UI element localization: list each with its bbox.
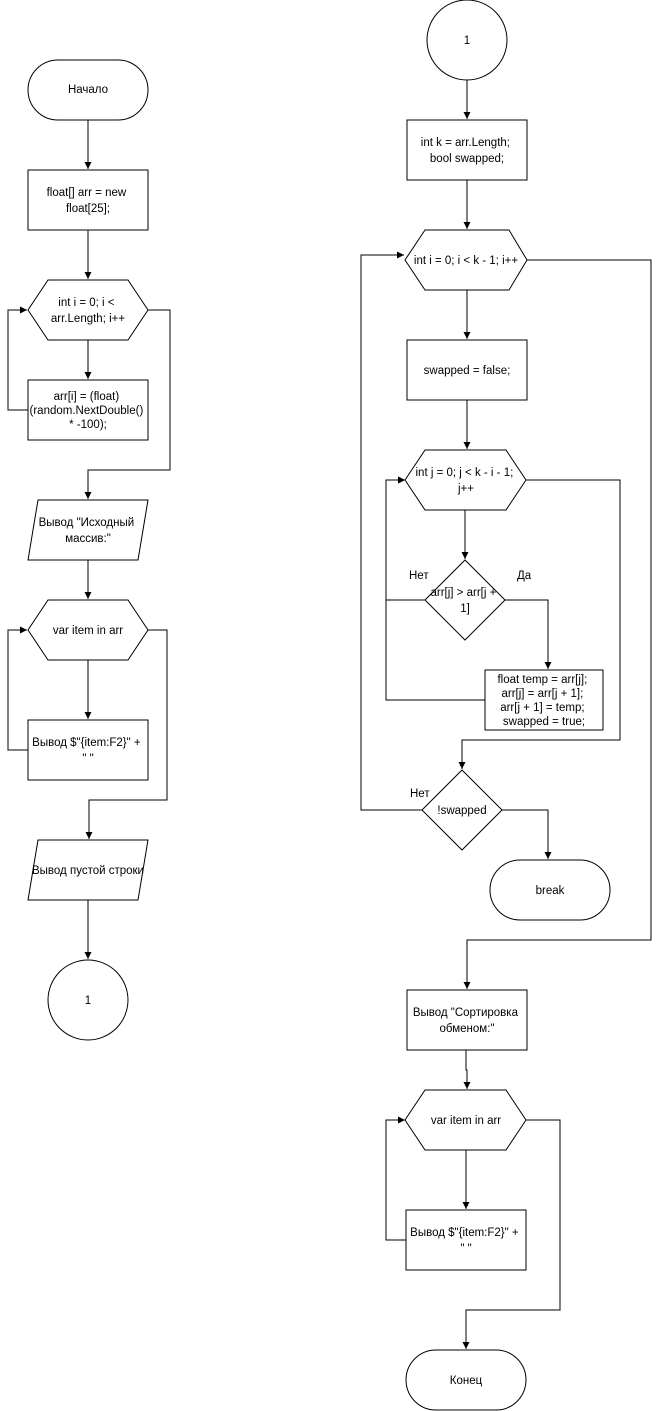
edge-print-back-to-loop3 xyxy=(385,1116,406,1241)
print-loop-label: var item in arr xyxy=(53,625,123,637)
svg-text:arr[i] = (float) (random: arr[i] = (float) (random.NextDouble() * … xyxy=(30,391,147,431)
edge-swap-back-to-inner-loop xyxy=(385,476,485,701)
swapped-check-label: !swapped xyxy=(437,805,486,817)
output-sorted-line-2: обменом:" xyxy=(440,1023,495,1035)
inner-loop-hexagon: int j = 0; j < k - i - 1; j++ xyxy=(404,449,527,511)
svg-text:int j = 0; j < k - i - 1;: int j = 0; j < k - i - 1; j++ xyxy=(416,467,517,495)
print-loop-hexagon: var item in arr xyxy=(27,599,149,661)
print-item-process: Вывод $"{item:F2}" + " " xyxy=(27,719,149,781)
sorted-print-loop-label: var item in arr xyxy=(431,1115,501,1127)
svg-text:arr[j] > arr[j + 1]: arr[j] > arr[j + 1] xyxy=(430,587,499,615)
init-array-line-1: float[] arr = new xyxy=(47,187,127,199)
declare-vars-process: int k = arr.Length; bool swapped; xyxy=(406,119,528,181)
swap-process: float temp = arr[j]; arr[j] = arr[j + 1]… xyxy=(484,669,604,731)
output-title-io: Вывод "Исходный массив:" xyxy=(27,499,149,561)
svg-text:int k = arr.Length; bool: int k = arr.Length; bool swapped; xyxy=(421,137,513,165)
svg-text:Вывод "Сортировка обмено: Вывод "Сортировка обменом:" xyxy=(413,1007,521,1035)
compare-decision: arr[j] > arr[j + 1] xyxy=(424,559,506,641)
edge-loop1-exit xyxy=(84,309,171,499)
edge-loop2-exit xyxy=(85,629,168,839)
fill-loop-hexagon: int i = 0; i < arr.Length; i++ xyxy=(27,279,149,341)
fill-loop-line-1: int i = 0; i < xyxy=(58,297,115,309)
swap-line-4: swapped = true; xyxy=(503,716,585,728)
swap-line-3: arr[j + 1] = temp; xyxy=(500,702,584,714)
print-item-line-2: " " xyxy=(82,753,93,765)
swap-line-1: float temp = arr[j]; xyxy=(497,674,587,686)
fill-element-line-3: * -100); xyxy=(69,419,107,431)
compare-line-1: arr[j] > arr[j + xyxy=(430,587,496,599)
edge-outer-loop-exit xyxy=(463,259,652,989)
sorted-print-item-line-2: " " xyxy=(460,1243,471,1255)
edge-loop3-exit xyxy=(462,1119,561,1349)
sorted-print-loop-hexagon: var item in arr xyxy=(404,1089,527,1151)
svg-text:Вывод $"{item:F2}" + ": Вывод $"{item:F2}" + " " xyxy=(410,1227,522,1255)
svg-text:float temp = arr[j]; arr: float temp = arr[j]; arr[j] = arr[j + 1]… xyxy=(497,674,590,728)
svg-text:Вывод "Исходный массив:": Вывод "Исходный массив:" xyxy=(39,517,138,545)
edge-check-no-back xyxy=(360,251,422,811)
init-array-line-2: float[25]; xyxy=(66,203,110,215)
left-connector-label: 1 xyxy=(85,995,91,1007)
compare-yes-label: Да xyxy=(517,570,532,582)
declare-vars-line-2: bool swapped; xyxy=(430,153,504,165)
fill-element-line-1: arr[i] = (float) xyxy=(54,391,120,403)
output-title-line-2: массив:" xyxy=(65,533,111,545)
reset-swapped-process: swapped = false; xyxy=(406,339,528,401)
compare-line-2: 1] xyxy=(460,603,470,615)
edge-inner-loop-exit xyxy=(458,479,621,769)
sorted-print-item-line-1: Вывод $"{item:F2}" + xyxy=(410,1227,519,1239)
output-sorted-process: Вывод "Сортировка обменом:" xyxy=(406,989,528,1051)
left-page-connector: 1 xyxy=(47,959,129,1041)
print-item-line-1: Вывод $"{item:F2}" + xyxy=(32,737,141,749)
right-connector-label: 1 xyxy=(464,35,470,47)
outer-loop-hexagon: int i = 0; i < k - 1; i++ xyxy=(404,229,528,291)
fill-loop-line-2: arr.Length; i++ xyxy=(51,313,125,325)
swapped-check-decision: !swapped xyxy=(421,769,503,851)
declare-vars-line-1: int k = arr.Length; xyxy=(421,137,510,149)
svg-text:int i = 0; i < arr.Lengt: int i = 0; i < arr.Length; i++ xyxy=(51,297,125,325)
output-empty-io: Вывод пустой строки xyxy=(27,839,149,901)
outer-loop-label: int i = 0; i < k - 1; i++ xyxy=(414,255,518,267)
output-title-line-1: Вывод "Исходный xyxy=(39,517,135,529)
inner-loop-line-2: j++ xyxy=(457,483,474,495)
check-no-label: Нет xyxy=(410,788,430,800)
flow-lines xyxy=(7,70,652,1349)
init-array-process: float[] arr = new float[25]; xyxy=(27,169,149,231)
output-sorted-line-1: Вывод "Сортировка xyxy=(413,1007,519,1019)
svg-text:Вывод $"{item:F2}" + ": Вывод $"{item:F2}" + " " xyxy=(32,737,144,765)
start-label: Начало xyxy=(68,84,108,96)
inner-loop-line-1: int j = 0; j < k - i - 1; xyxy=(416,467,514,479)
edge-out-sorted-to-loop3 xyxy=(463,1050,471,1089)
start-terminal: Начало xyxy=(27,59,149,121)
break-label: break xyxy=(536,885,565,897)
sorted-print-item-process: Вывод $"{item:F2}" + " " xyxy=(405,1209,527,1271)
right-page-connector: 1 xyxy=(426,0,508,81)
edge-check-yes-to-break xyxy=(502,809,552,859)
fill-element-line-2: (random.NextDouble() xyxy=(30,405,144,417)
edge-compare-yes-to-swap xyxy=(505,599,552,669)
reset-swapped-label: swapped = false; xyxy=(424,365,511,377)
edge-print-back-to-loop2 xyxy=(7,626,28,751)
compare-no-label: Нет xyxy=(409,570,429,582)
edge-fill-back-to-loop1 xyxy=(7,306,28,411)
swap-line-2: arr[j] = arr[j + 1]; xyxy=(501,688,583,700)
end-terminal: Конец xyxy=(405,1349,527,1411)
end-label: Конец xyxy=(450,1375,483,1387)
output-empty-label: Вывод пустой строки xyxy=(32,865,144,877)
break-terminal: break xyxy=(489,859,611,921)
fill-element-process: arr[i] = (float) (random.NextDouble() * … xyxy=(27,379,149,441)
svg-text:float[] arr = new float[: float[] arr = new float[25]; xyxy=(47,187,130,215)
